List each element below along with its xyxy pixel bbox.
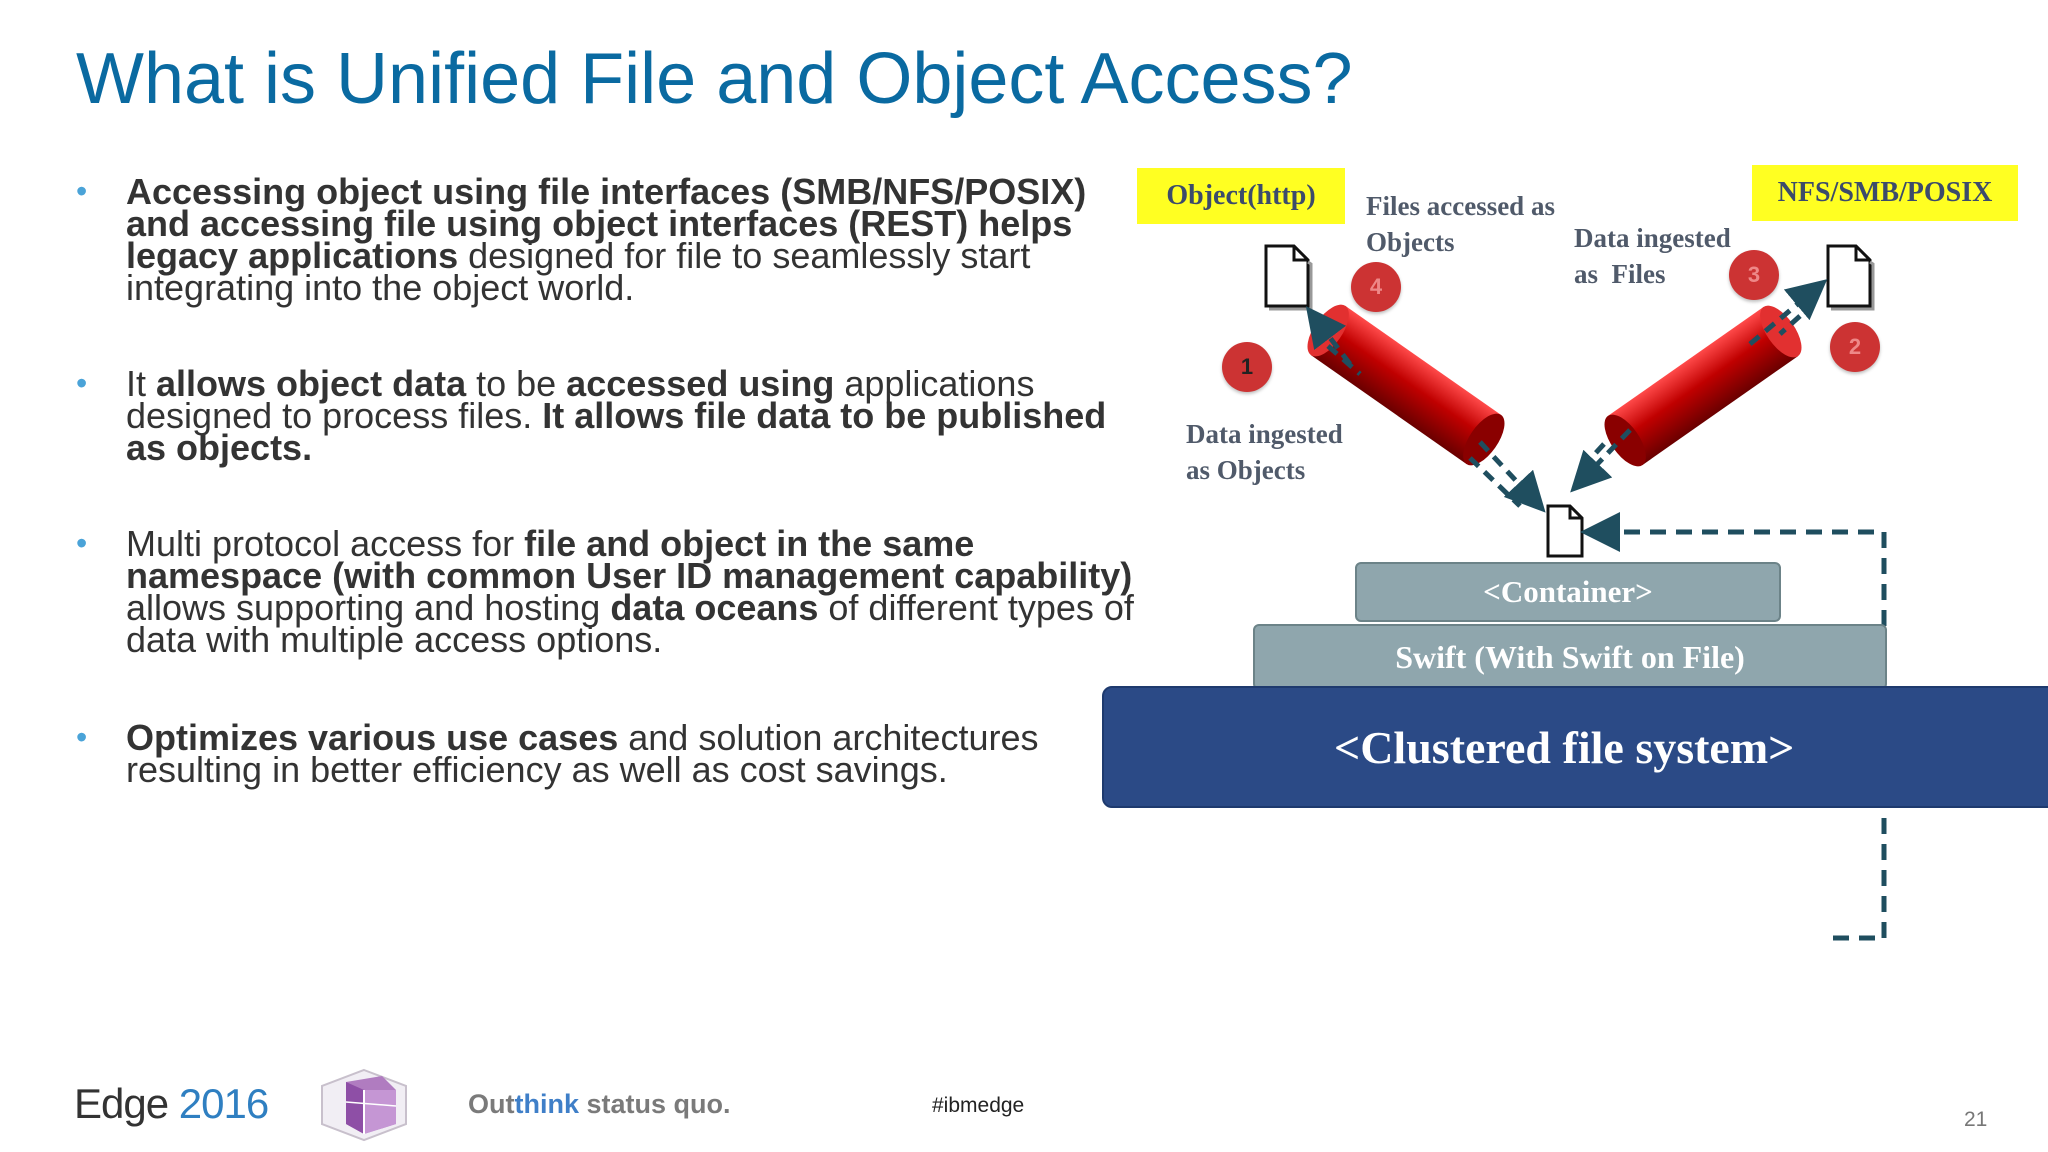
note-files-accessed-as-objects: Files accessed as Objects [1366, 188, 1555, 260]
note-line: Data ingested [1186, 419, 1343, 449]
file-icon-center [1546, 504, 1584, 558]
note-line: Files accessed as [1366, 191, 1555, 221]
arrow-objects-out-bottom [1468, 456, 1522, 508]
file-icon-object-side [1264, 244, 1313, 311]
flow-arrows [1305, 279, 1828, 513]
bullet-item: Accessing object using file interfaces (… [76, 174, 1146, 306]
bullet-bold-text: Accessing object using file interfaces (… [126, 171, 1087, 276]
logo-edge-year: 2016 [178, 1080, 269, 1127]
bullet-bold-text: data oceans [610, 587, 819, 628]
diagram-graphics [1264, 244, 1887, 941]
bullet-text: designed for file to seamlessly start in… [126, 235, 1031, 308]
slide-title: What is Unified File and Object Access? [76, 39, 1353, 119]
bullet-item: Optimizes various use cases and solution… [76, 720, 1146, 788]
page-number: 21 [1964, 1108, 1988, 1131]
swift-block: Swift (With Swift on File) [1253, 624, 1887, 690]
note-line: as Files [1574, 259, 1666, 289]
bullet-bold-text: Optimizes various use cases [126, 717, 619, 758]
bullet-text: and solution architectures resulting in … [126, 717, 1039, 790]
step-badge-1: 1 [1222, 342, 1272, 392]
note-line: as Objects [1186, 455, 1306, 485]
hashtag: #ibmedge [932, 1094, 1025, 1117]
clustered-file-system-block: <Clustered file system> [1102, 686, 2048, 808]
bullet-text: applications designed to process files. [126, 363, 1035, 436]
label-object-http: Object(http) [1137, 168, 1345, 224]
bullet-bold-text: allows object data [156, 363, 467, 404]
arrow-files-to-objects [1305, 306, 1352, 366]
step-badge-3: 3 [1729, 250, 1779, 300]
note-data-ingested-as-files: Data ingested as Files [1574, 220, 1731, 292]
file-icon-file-side [1826, 244, 1875, 311]
tagline-highlight: think [514, 1089, 580, 1119]
tagline-part: Out [468, 1089, 515, 1119]
note-line: Objects [1366, 227, 1455, 257]
bullet-text: Multi protocol access for [126, 523, 525, 564]
bullet-text: It [126, 363, 157, 404]
arrow-objects-in-top [1326, 344, 1362, 376]
note-line: Data ingested [1574, 223, 1731, 253]
bullet-text: allows supporting and hosting [126, 587, 611, 628]
tagline: Outthink status quo. [468, 1089, 731, 1120]
container-block: <Container> [1355, 562, 1781, 622]
step-badge-2: 2 [1830, 322, 1880, 372]
arrow-objects-in-bottom [1478, 440, 1546, 513]
bullet-text: to be [466, 363, 567, 404]
bullet-text: of different types of data with multiple… [126, 587, 1134, 660]
bullet-item: Multi protocol access for file and objec… [76, 526, 1146, 658]
bullet-bold-text: file and object in the same namespace (w… [126, 523, 1133, 596]
arrow-files-in-bottom-a [1578, 442, 1606, 472]
label-nfs-smb-posix: NFS/SMB/POSIX [1752, 165, 2018, 221]
step-badge-4: 4 [1351, 262, 1401, 312]
arrow-files-out-top [1748, 279, 1828, 346]
arrow-files-in-top [1778, 314, 1802, 336]
logo-edge-word: Edge [74, 1080, 169, 1127]
right-pipe [1604, 305, 1802, 467]
tagline-part: status quo. [579, 1089, 731, 1119]
bullet-list: Accessing object using file interfaces (… [76, 174, 1146, 850]
bullet-item: It allows object data to be accessed usi… [76, 366, 1146, 466]
bullet-bold-text: It allows file data to be published as o… [126, 395, 1107, 468]
cube-logo-icon [321, 1068, 407, 1142]
bullet-bold-text: accessed using [566, 363, 835, 404]
edge-2016-logo: Edge 2016 [74, 1080, 269, 1128]
arrow-files-to-container [1570, 428, 1632, 493]
note-data-ingested-as-objects: Data ingested as Objects [1186, 416, 1343, 488]
